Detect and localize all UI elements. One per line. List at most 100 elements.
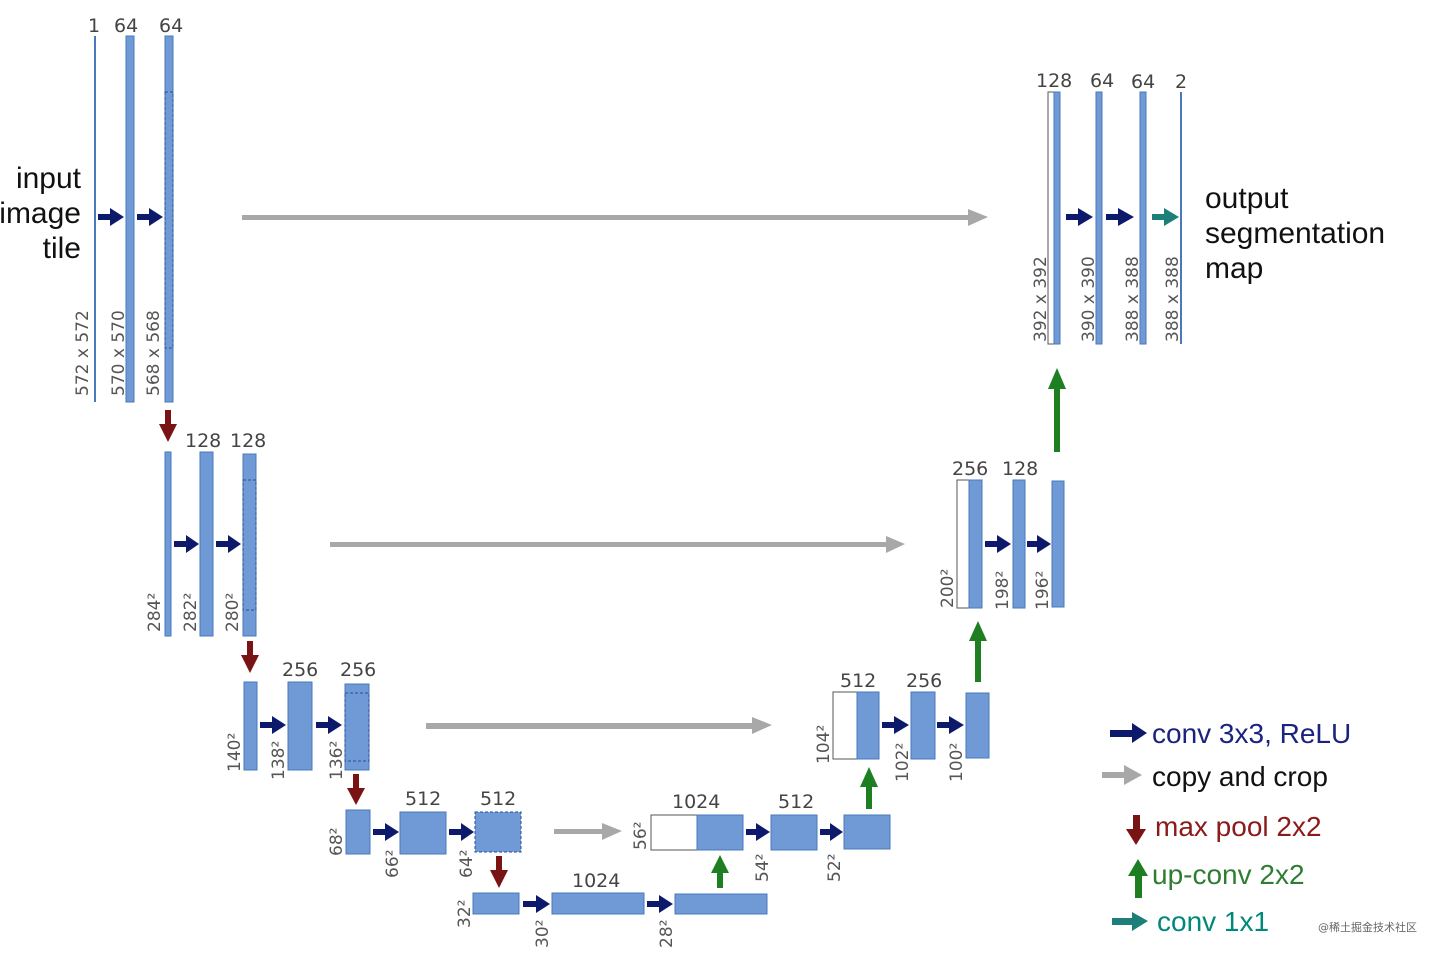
dec3-size-2: 102²	[893, 743, 913, 782]
legend-conv3x3: conv 3x3, ReLU	[1110, 718, 1351, 749]
enc1-conv1-block	[125, 35, 135, 403]
dec2-copy-block	[956, 479, 970, 609]
bottom-conv1-block	[551, 892, 645, 915]
dec1-up-block	[1053, 91, 1061, 345]
legend-maxpool: max pool 2x2	[1126, 811, 1322, 845]
dec3-conv2-block	[965, 692, 990, 759]
dec3-ch-2: 256	[906, 670, 942, 692]
dec3-size-3: 100²	[947, 743, 967, 782]
bottom-size-1: 32²	[455, 900, 475, 928]
conv1x1-arrow	[1152, 208, 1179, 226]
enc4-conv1-block	[399, 811, 447, 855]
legend-upconv: up-conv 2x2	[1128, 859, 1305, 898]
pool-arrow	[490, 856, 508, 888]
enc2-conv2-block	[242, 453, 257, 637]
bottom-pool-block	[472, 892, 520, 915]
conv-arrow	[216, 535, 241, 553]
dec2-ch-2: 128	[1002, 458, 1038, 480]
dec4-size-3: 52²	[825, 854, 845, 882]
dec1-ch-3: 64	[1131, 71, 1155, 93]
output-map-block	[1180, 92, 1182, 344]
enc2-conv1-block	[199, 451, 214, 637]
enc3-pool-block	[243, 681, 258, 771]
enc1-crop-region	[164, 91, 174, 349]
conv-arrow	[746, 823, 770, 841]
dec1-size-3: 388 x 388	[1123, 256, 1143, 342]
enc3-ch-2: 256	[340, 659, 376, 681]
dec3-ch-1: 512	[840, 670, 876, 692]
enc-level-2: 128 128 284² 282² 280²	[145, 430, 266, 637]
bottom-size-3: 28²	[657, 920, 677, 948]
copy-arrow-level-2	[330, 536, 905, 553]
conv-arrow	[882, 716, 909, 734]
conv-arrow	[937, 716, 964, 734]
conv-arrow	[316, 716, 342, 734]
dec2-up-block	[968, 479, 983, 609]
enc3-conv1-block	[287, 681, 313, 771]
legend-label: conv 1x1	[1157, 906, 1269, 937]
enc4-size-2: 66²	[383, 850, 403, 878]
dec1-size-4: 388 x 388	[1163, 256, 1183, 342]
dec1-ch-1: 128	[1036, 70, 1072, 92]
enc1-ch-2: 64	[114, 15, 138, 37]
upconv-arrows	[711, 368, 1066, 888]
conv-arrows	[98, 208, 1134, 913]
dec3-size-1: 104²	[814, 725, 834, 764]
input-tile-block	[94, 36, 96, 402]
enc3-ch-1: 256	[282, 659, 318, 681]
dec1-conv1-block	[1095, 91, 1103, 345]
enc2-ch-2: 128	[230, 430, 266, 452]
dec4-copy-block	[650, 814, 698, 851]
conv-arrow	[137, 208, 163, 226]
dec2-size-3: 196²	[1033, 571, 1053, 610]
legend-conv1x1: conv 1x1	[1112, 906, 1269, 937]
enc2-ch-1: 128	[185, 430, 221, 452]
dec3-copy-block	[832, 691, 858, 760]
enc4-ch-2: 512	[480, 788, 516, 810]
copy-crop-arrows	[242, 209, 988, 840]
enc1-conv2-block	[164, 35, 174, 403]
pool-arrow	[241, 641, 259, 673]
copy-arrow-level-3	[426, 717, 772, 734]
copy-arrow-level-1	[242, 209, 988, 226]
output-label: output segmentation map	[1205, 182, 1385, 285]
legend: conv 3x3, ReLU copy and crop max pool 2x…	[1102, 718, 1351, 937]
conv-arrow	[449, 823, 474, 841]
conv-arrow	[985, 535, 1011, 553]
dec2-size-2: 198²	[993, 571, 1013, 610]
dec4-size-2: 54²	[753, 854, 773, 882]
dec4-ch-2: 512	[778, 791, 814, 813]
pool-arrow	[347, 774, 365, 805]
dec-level-4: 1024 512 56² 54² 52²	[631, 791, 891, 882]
up-arrow	[860, 767, 878, 809]
dec4-conv2-block	[843, 814, 891, 850]
enc4-size-1: 68²	[327, 828, 347, 856]
dec2-conv1-block	[1012, 479, 1026, 609]
legend-label: max pool 2x2	[1155, 811, 1322, 842]
enc4-pool-block	[345, 809, 371, 855]
conv-arrow	[647, 895, 673, 913]
dec1-ch-2: 64	[1090, 70, 1114, 92]
enc3-conv2-block	[344, 683, 370, 771]
conv-arrow	[1027, 535, 1051, 553]
bottom-conv2-block	[674, 893, 768, 915]
enc2-size-1: 284²	[145, 593, 165, 632]
dec1-size-2: 390 x 390	[1079, 256, 1099, 342]
bottleneck: 1024 32² 30² 28²	[455, 870, 768, 948]
enc4-size-3: 64²	[457, 850, 477, 878]
input-label-line-3: tile	[43, 232, 81, 265]
dec1-conv2-block	[1139, 91, 1147, 345]
enc2-size-2: 282²	[181, 593, 201, 632]
enc-level-4: 512 512 68² 66² 64²	[327, 788, 522, 878]
dec-level-3: 512 256 104² 102² 100²	[814, 670, 990, 782]
output-label-line-2: segmentation	[1205, 217, 1385, 250]
dec2-size-1: 200²	[938, 569, 958, 608]
bottom-size-2: 30²	[533, 920, 553, 948]
dec1-ch-4: 2	[1175, 71, 1187, 93]
output-label-line-1: output	[1205, 182, 1289, 215]
legend-label: up-conv 2x2	[1152, 859, 1305, 890]
conv-arrow	[174, 535, 199, 553]
up-arrow	[969, 621, 987, 682]
enc-level-3: 256 256 140² 138² 136²	[225, 659, 376, 780]
